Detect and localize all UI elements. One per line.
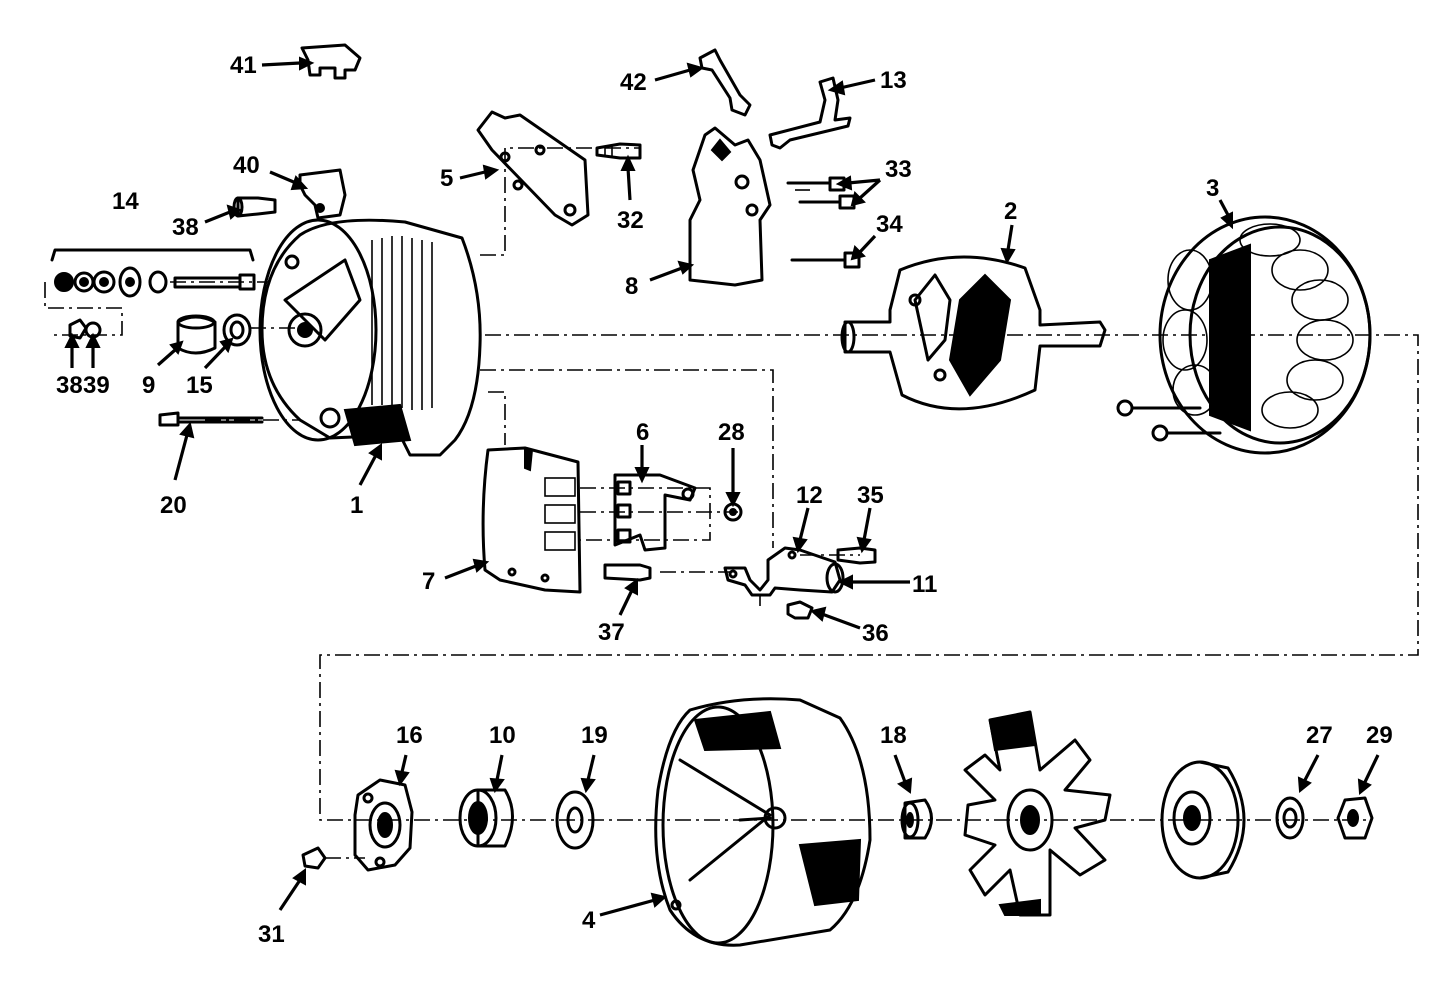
nut-part-38-upper <box>232 196 277 218</box>
label-13: 13 <box>880 67 907 94</box>
label-37: 37 <box>598 619 625 646</box>
label-42: 42 <box>620 69 647 96</box>
stator-part-3 <box>1116 215 1372 455</box>
washer-part-19 <box>555 790 595 850</box>
nut-part-28 <box>723 502 743 522</box>
label-34: 34 <box>876 211 903 238</box>
bearing-part-10 <box>458 788 514 848</box>
terminal-part-40 <box>298 168 347 220</box>
label-29: 29 <box>1366 722 1393 749</box>
housing-part-1 <box>258 218 482 457</box>
label-16: 16 <box>396 722 423 749</box>
label-40: 40 <box>233 152 260 179</box>
label-36: 36 <box>862 620 889 647</box>
retainer-part-16 <box>353 778 414 872</box>
seal-part-15 <box>222 313 252 347</box>
bolt-part-20 <box>158 411 264 427</box>
label-14: 14 <box>112 188 139 215</box>
label-7: 7 <box>422 568 435 595</box>
label-32: 32 <box>617 207 644 234</box>
washer-part-27 <box>1275 796 1305 840</box>
label-35: 35 <box>857 482 884 509</box>
label-31: 31 <box>258 921 285 948</box>
label-11: 11 <box>912 571 937 598</box>
screw-part-34 <box>790 251 861 269</box>
label-41: 41 <box>230 52 257 79</box>
fan <box>963 710 1112 917</box>
label-6: 6 <box>636 419 649 446</box>
callout-arrows <box>64 56 1380 917</box>
screw-part-31 <box>301 846 327 870</box>
lead-part-42 <box>698 48 752 117</box>
bracket-part-8 <box>688 126 772 287</box>
screw-part-36 <box>786 600 814 620</box>
pulley <box>1160 760 1246 880</box>
block-part-7 <box>481 446 582 594</box>
rotor-part-2 <box>840 255 1107 411</box>
label-27: 27 <box>1306 722 1333 749</box>
clip-part-41 <box>300 43 362 80</box>
label-9: 9 <box>142 372 155 399</box>
rectifier-part-6 <box>613 473 697 552</box>
end-frame-part-4 <box>654 697 872 947</box>
label-10: 10 <box>489 722 516 749</box>
screw-part-35 <box>836 546 877 565</box>
capacitor-part-11-12 <box>723 546 845 597</box>
nut-part-29 <box>1336 796 1374 840</box>
label-39: 39 <box>83 372 110 399</box>
label-38-lower: 38 <box>56 372 83 399</box>
label-8: 8 <box>625 273 638 300</box>
spacer-part-18 <box>900 798 933 840</box>
label-1: 1 <box>350 492 363 519</box>
label-12: 12 <box>796 482 823 509</box>
label-3: 3 <box>1206 175 1219 202</box>
label-38-upper: 38 <box>172 214 199 241</box>
strap-part-13 <box>768 76 852 150</box>
stack-part-14 <box>50 248 256 340</box>
label-19: 19 <box>581 722 608 749</box>
label-15: 15 <box>186 372 213 399</box>
label-4: 4 <box>582 907 596 934</box>
label-28: 28 <box>718 419 745 446</box>
bracket-part-5 <box>476 110 590 227</box>
label-5: 5 <box>440 165 453 192</box>
label-33: 33 <box>885 156 912 183</box>
part-labels: 41 42 13 40 5 32 33 14 38 8 34 2 3 38 39… <box>56 52 1393 948</box>
label-2: 2 <box>1004 198 1017 225</box>
bushing-part-9 <box>176 314 217 355</box>
screw-part-32 <box>595 142 642 160</box>
screw-part-37 <box>603 563 652 582</box>
label-20: 20 <box>160 492 187 519</box>
label-18: 18 <box>880 722 907 749</box>
